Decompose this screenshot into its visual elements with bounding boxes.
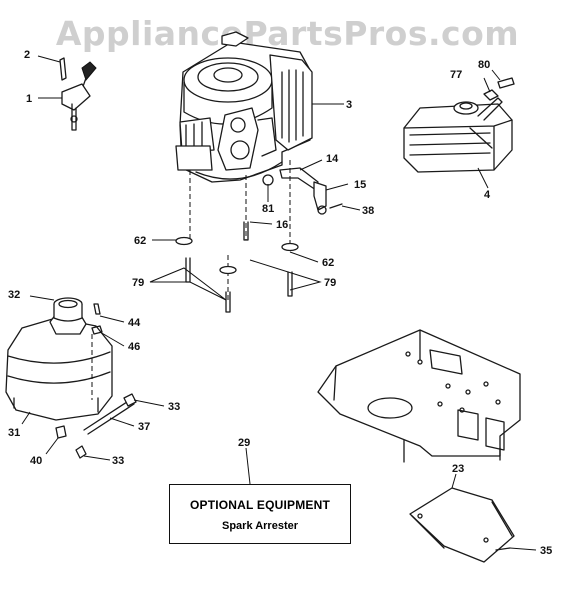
fuel-tank-part bbox=[5, 297, 113, 421]
callout-35: 35 bbox=[540, 545, 552, 557]
callout-3: 3 bbox=[346, 99, 352, 111]
callout-62a: 62 bbox=[134, 235, 146, 247]
callout-33b: 33 bbox=[112, 455, 124, 467]
callout-31: 31 bbox=[8, 427, 20, 439]
callout-62b: 62 bbox=[322, 257, 334, 269]
fuel-line-part bbox=[55, 334, 137, 459]
throttle-control-part bbox=[59, 57, 97, 131]
mounting-plate-part bbox=[317, 329, 521, 463]
callout-labels: 2 1 3 80 77 4 14 15 81 38 16 62 62 79 79… bbox=[8, 49, 552, 557]
heat-shield-part bbox=[409, 487, 515, 563]
callout-1: 1 bbox=[26, 93, 32, 105]
mounting-hardware-part bbox=[175, 160, 299, 313]
callout-14: 14 bbox=[326, 153, 339, 165]
callout-33a: 33 bbox=[168, 401, 180, 413]
callout-81: 81 bbox=[262, 203, 274, 215]
callout-38: 38 bbox=[362, 205, 374, 217]
optional-equipment-title: OPTIONAL EQUIPMENT bbox=[189, 498, 331, 512]
leader-lines bbox=[21, 55, 537, 551]
callout-37: 37 bbox=[138, 421, 150, 433]
callout-40: 40 bbox=[30, 455, 42, 467]
callout-79a: 79 bbox=[132, 277, 144, 289]
callout-23: 23 bbox=[452, 463, 464, 475]
callout-44: 44 bbox=[128, 317, 141, 329]
callout-79b: 79 bbox=[324, 277, 336, 289]
callout-16: 16 bbox=[276, 219, 288, 231]
callout-2: 2 bbox=[24, 49, 30, 61]
watermark-text: AppliancePartsPros.com bbox=[55, 14, 520, 53]
callout-32: 32 bbox=[8, 289, 20, 301]
callout-46: 46 bbox=[128, 341, 140, 353]
exhaust-pipe-part bbox=[262, 167, 343, 215]
engine-part bbox=[175, 31, 313, 183]
callout-77: 77 bbox=[450, 69, 462, 81]
optional-equipment-box: OPTIONAL EQUIPMENT Spark Arrester bbox=[169, 484, 351, 544]
callout-29: 29 bbox=[238, 437, 250, 449]
callout-15: 15 bbox=[354, 179, 366, 191]
spark-arrester-label: Spark Arrester bbox=[221, 520, 299, 532]
callout-4: 4 bbox=[484, 189, 491, 201]
callout-80: 80 bbox=[478, 59, 490, 71]
muffler-part bbox=[403, 77, 515, 173]
